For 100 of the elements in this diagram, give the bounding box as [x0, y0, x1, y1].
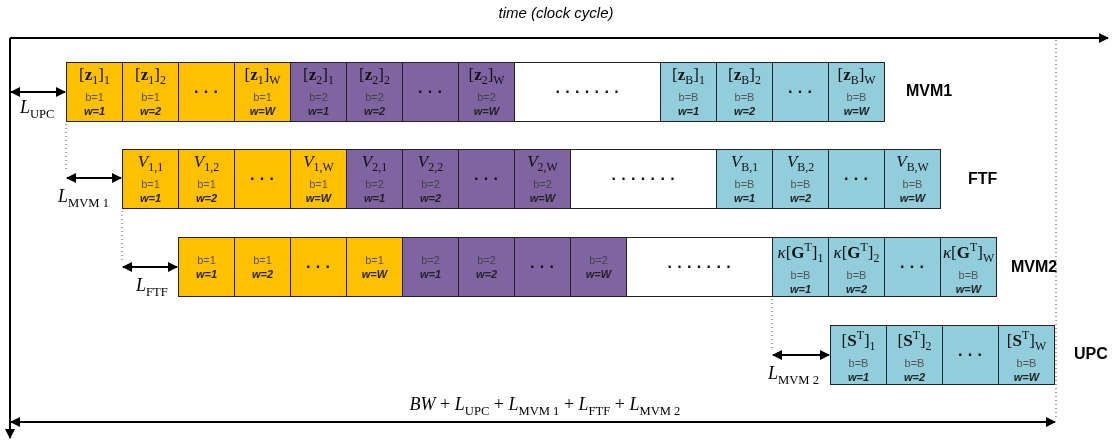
- ellipsis: · · ·: [844, 170, 869, 188]
- pipeline-slot: [828, 62, 885, 122]
- ellipsis: · · · · · · ·: [667, 258, 732, 276]
- pipeline-slot: [346, 62, 403, 122]
- matrix-symbol: [z$_{B}$]$_{2}$: [728, 64, 761, 90]
- window-index: w=2: [139, 104, 162, 120]
- batch-index: b=2: [309, 90, 328, 105]
- latency-label: L$_{FTF}$: [136, 275, 168, 300]
- batch-index: b=1: [197, 252, 216, 267]
- batch-index: b=B: [678, 90, 699, 105]
- window-index: w=1: [419, 266, 442, 282]
- batch-index: b=1: [365, 252, 384, 267]
- matrix-symbol: V$_{1,2}$: [193, 151, 220, 177]
- ellipsis: · · ·: [418, 83, 443, 101]
- matrix-symbol: [z$_{1}$]$_{1}$: [79, 64, 110, 90]
- window-index: w=1: [363, 191, 386, 207]
- matrix-symbol: [z$_{B}$]$_{W}$: [837, 64, 876, 90]
- batch-index: b=B: [846, 268, 867, 283]
- ellipsis: · · · · · · ·: [555, 83, 620, 101]
- pipeline-slot: [234, 149, 291, 209]
- matrix-symbol: κ[G$^{T}$]$_{W}$: [942, 239, 995, 268]
- pipeline-slot: [458, 62, 515, 122]
- matrix-symbol: V$_{2,1}$: [361, 151, 388, 177]
- pipeline-slot: [660, 62, 717, 122]
- matrix-symbol: [z$_{1}$]$_{W}$: [244, 64, 281, 90]
- ellipsis: · · ·: [250, 170, 275, 188]
- window-index: w=W: [899, 191, 926, 207]
- window-index: w=W: [473, 104, 500, 120]
- batch-index: b=B: [902, 177, 923, 192]
- ellipsis: · · ·: [474, 170, 499, 188]
- pipeline-slot: [884, 149, 941, 209]
- window-index: w=1: [307, 104, 330, 120]
- pipeline-slot: [178, 149, 235, 209]
- matrix-symbol: [z$_{2}$]$_{1}$: [303, 64, 334, 90]
- pipeline-slot: [772, 149, 829, 209]
- batch-index: b=B: [790, 268, 811, 283]
- pipeline-slot: [626, 237, 773, 297]
- stage-label: MVM1: [906, 82, 953, 100]
- matrix-symbol: V$_{1,W}$: [303, 151, 334, 177]
- pipeline-slot: [234, 237, 291, 297]
- window-index: w=W: [249, 104, 276, 120]
- batch-index: b=1: [309, 177, 328, 192]
- pipeline-slot: [234, 62, 291, 122]
- batch-index: b=2: [477, 252, 496, 267]
- matrix-symbol: V$_{B,W}$: [896, 151, 929, 177]
- window-index: w=2: [363, 104, 386, 120]
- window-index: w=1: [847, 370, 870, 386]
- pipeline-slot: [458, 237, 515, 297]
- pipeline-slot: [570, 237, 627, 297]
- ellipsis: · · · · · · ·: [611, 170, 676, 188]
- window-index: w=2: [195, 191, 218, 207]
- pipeline-slot: [178, 62, 235, 122]
- window-index: w=2: [789, 191, 812, 207]
- pipeline-slot: [290, 237, 347, 297]
- stage-label: MVM2: [1011, 258, 1058, 276]
- total-latency-formula: BW + L$_{UPC}$ + L$_{MVM 1}$ + L$_{FTF}$ + L$_{MVM 2}$: [409, 394, 681, 419]
- pipeline-slot: [514, 149, 571, 209]
- matrix-symbol: κ[G$^{T}$]$_{2}$: [833, 239, 880, 268]
- pipeline-slot: [346, 237, 403, 297]
- matrix-symbol: [z$_{B}$]$_{1}$: [672, 64, 705, 90]
- batch-index: b=1: [253, 90, 272, 105]
- stage-label: UPC: [1074, 345, 1108, 363]
- batch-index: b=2: [477, 90, 496, 105]
- matrix-symbol: [S$^{T}$]$_{1}$: [841, 327, 876, 356]
- matrix-symbol: V$_{1,1}$: [137, 151, 164, 177]
- pipeline-slot: [716, 149, 773, 209]
- pipeline-slot: [346, 149, 403, 209]
- pipeline-slot: [772, 237, 829, 297]
- window-index: w=W: [843, 104, 870, 120]
- axis-title: time (clock cycle): [498, 4, 614, 21]
- ellipsis: · · ·: [306, 258, 331, 276]
- pipeline-slot: [402, 237, 459, 297]
- pipeline-slot: [178, 237, 235, 297]
- batch-index: b=B: [790, 177, 811, 192]
- batch-index: b=2: [421, 177, 440, 192]
- pipeline-slot: [940, 237, 997, 297]
- pipeline-slot: [942, 325, 999, 385]
- pipeline-slot: [884, 237, 941, 297]
- batch-index: b=1: [253, 252, 272, 267]
- window-index: w=2: [903, 370, 926, 386]
- pipeline-slot: [122, 149, 179, 209]
- pipeline-slot: [772, 62, 829, 122]
- batch-index: b=1: [85, 90, 104, 105]
- window-index: w=W: [529, 191, 556, 207]
- pipeline-slot: [402, 62, 459, 122]
- batch-index: b=2: [421, 252, 440, 267]
- ellipsis: · · ·: [900, 258, 925, 276]
- pipeline-slot: [290, 62, 347, 122]
- batch-index: b=B: [1016, 356, 1037, 371]
- matrix-symbol: [z$_{1}$]$_{2}$: [135, 64, 166, 90]
- window-index: w=W: [361, 266, 388, 282]
- ellipsis: · · ·: [194, 83, 219, 101]
- pipeline-slot: [716, 62, 773, 122]
- matrix-symbol: [S$^{T}$]$_{2}$: [897, 327, 932, 356]
- pipeline-slot: [290, 149, 347, 209]
- batch-index: b=2: [365, 90, 384, 105]
- matrix-symbol: [z$_{2}$]$_{2}$: [359, 64, 390, 90]
- pipeline-slot: [828, 237, 885, 297]
- window-index: w=2: [733, 104, 756, 120]
- pipeline-slot: [402, 149, 459, 209]
